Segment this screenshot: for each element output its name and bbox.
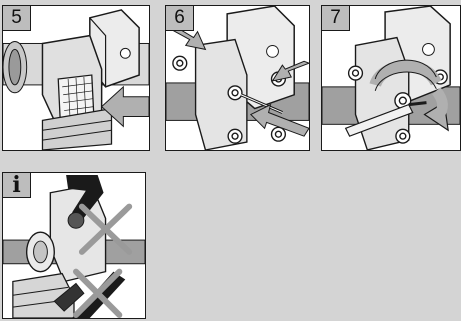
step-6-panel: 6 bbox=[165, 5, 310, 151]
info-badge: i bbox=[3, 173, 31, 198]
info-panel: i bbox=[2, 172, 146, 319]
step-5-panel: 5 bbox=[2, 5, 150, 151]
step-7-panel: 7 bbox=[321, 5, 461, 151]
step-7-badge: 7 bbox=[322, 6, 350, 31]
step-5-badge: 5 bbox=[3, 6, 31, 31]
step-6-badge: 6 bbox=[166, 6, 194, 31]
